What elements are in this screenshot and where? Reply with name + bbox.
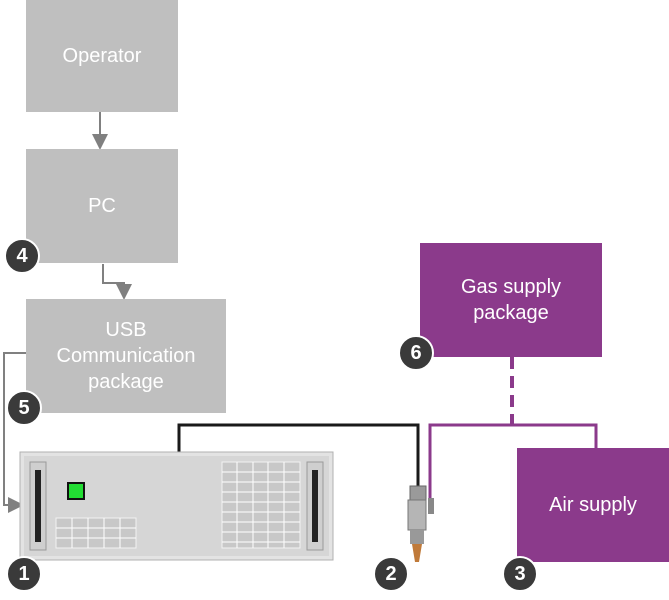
- badge-4: 4: [4, 238, 40, 274]
- arrow-pc-to-usb: [102, 264, 132, 300]
- usb-communication-label: USB Communication package: [56, 319, 196, 393]
- gas-supply-box: Gas supply package: [420, 243, 602, 357]
- air-supply-box: Air supply: [517, 448, 669, 562]
- torch-device: [407, 485, 434, 562]
- air-supply-line: [428, 423, 598, 508]
- badge-5: 5: [6, 390, 42, 426]
- gas-supply-label: Gas supply package: [460, 276, 562, 324]
- controller-unit: [19, 451, 334, 561]
- air-supply-label: Air supply: [549, 494, 637, 516]
- arrow-usb-to-controller: [3, 352, 26, 513]
- badge-1: 1: [6, 556, 42, 592]
- badge-6: 6: [398, 335, 434, 371]
- pc-box: PC: [26, 149, 178, 263]
- operator-box: Operator: [26, 0, 178, 112]
- pc-label: PC: [88, 195, 116, 217]
- usb-communication-box: USB Communication package: [26, 299, 226, 413]
- power-led-indicator: [67, 482, 85, 500]
- operator-label: Operator: [62, 45, 142, 67]
- badge-2: 2: [373, 556, 409, 592]
- badge-3: 3: [502, 556, 538, 592]
- cable-controller-to-torch: [177, 423, 420, 488]
